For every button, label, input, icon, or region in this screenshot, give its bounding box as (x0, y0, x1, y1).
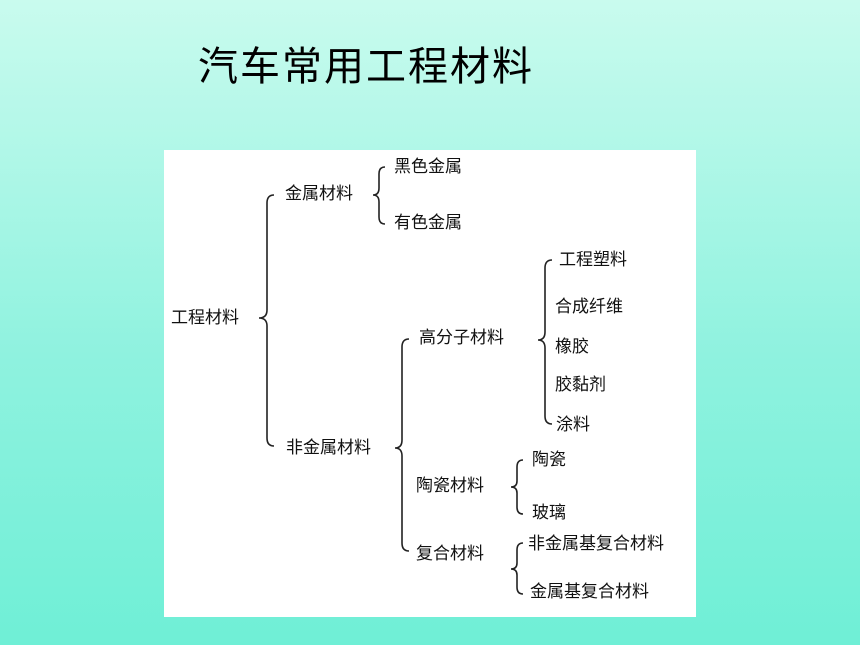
node-polymer: 高分子材料 (419, 328, 504, 348)
metal-brace (372, 166, 386, 225)
node-composite: 复合材料 (416, 544, 484, 564)
root-brace (258, 194, 275, 447)
node-polymer-item: 工程塑料 (559, 250, 627, 270)
node-polymer-item: 胶黏剂 (555, 375, 606, 395)
node-polymer-item: 合成纤维 (555, 297, 623, 317)
node-nonmetal: 非金属材料 (286, 438, 371, 458)
slide-title: 汽车常用工程材料 (198, 44, 534, 90)
node-ceramic: 陶瓷材料 (416, 476, 484, 496)
node-ferrous-metal: 黑色金属 (394, 157, 462, 177)
node-ceramic-item: 陶瓷 (532, 450, 566, 470)
nonmetal-brace (394, 338, 410, 552)
classification-diagram: 工程材料 金属材料 黑色金属 有色金属 非金属材料 高分子材料 工程塑料 合成纤… (164, 150, 696, 617)
node-polymer-item: 涂料 (556, 415, 590, 435)
ceramic-brace (510, 459, 524, 515)
bracket-lines (258, 166, 553, 595)
node-nonferrous-metal: 有色金属 (394, 213, 462, 233)
node-ceramic-item: 玻璃 (532, 503, 566, 523)
composite-brace (510, 542, 524, 595)
node-polymer-item: 橡胶 (555, 337, 589, 357)
node-composite-item: 非金属基复合材料 (528, 534, 664, 554)
polymer-brace (537, 259, 553, 425)
node-root: 工程材料 (171, 308, 239, 328)
node-composite-item: 金属基复合材料 (530, 582, 649, 602)
node-metal: 金属材料 (285, 184, 353, 204)
